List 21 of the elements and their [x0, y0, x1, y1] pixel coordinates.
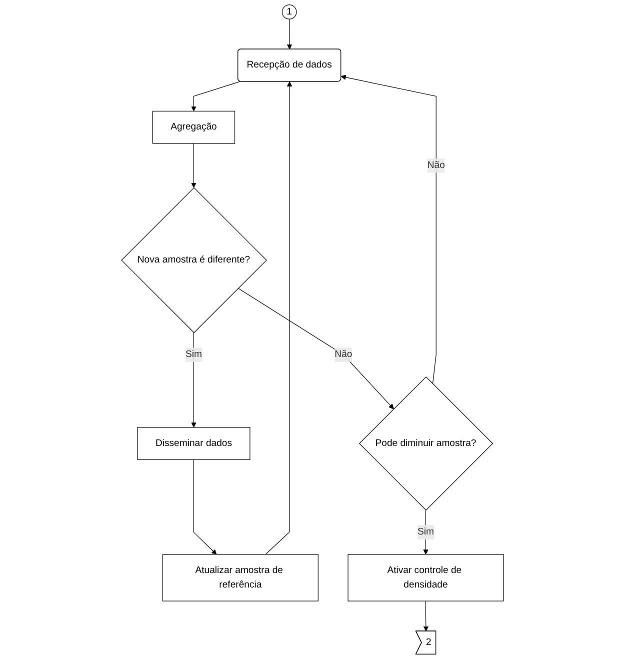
arrow	[238, 288, 394, 410]
arrow	[191, 81, 241, 112]
edge-label: Não	[427, 160, 445, 170]
edge-label: Sim	[186, 349, 202, 360]
arrow	[423, 510, 428, 555]
node-diamond: Pode diminuir amostra?	[358, 376, 494, 511]
edge-label: Sim	[418, 526, 434, 538]
arrow	[191, 332, 196, 428]
node-box: Disseminar dados	[137, 427, 250, 460]
arrow	[340, 74, 436, 384]
arrow	[193, 459, 217, 555]
node-diamond: Nova amostra é diferente?	[121, 187, 267, 334]
arrow	[265, 81, 292, 555]
arrow	[286, 18, 292, 50]
arrow	[423, 600, 429, 632]
edge-label: Não	[334, 349, 352, 360]
node-box: Agregação	[152, 110, 236, 144]
arrow	[191, 143, 196, 188]
node-box: Atualizar amostra de referência	[162, 554, 318, 602]
node-box: Ativar controle de densidade	[348, 554, 504, 602]
node-circle: 1	[282, 4, 297, 20]
